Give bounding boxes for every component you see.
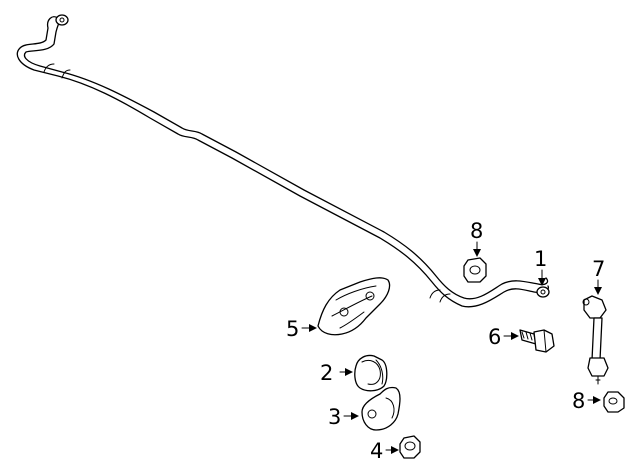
stabilizer-bar [16, 14, 550, 308]
callout-3: 3 [328, 405, 341, 429]
link-nut-lower [603, 391, 625, 413]
bushing-bracket [361, 386, 401, 431]
callout-7: 7 [592, 257, 605, 281]
callout-8-upper: 8 [470, 219, 483, 243]
callout-1: 1 [534, 247, 547, 271]
bolt [519, 329, 555, 353]
callout-5: 5 [286, 317, 299, 341]
callout-8-lower: 8 [572, 389, 585, 413]
heat-shield [317, 277, 391, 336]
nut [399, 435, 421, 459]
stabilizer-link [582, 295, 609, 385]
link-nut-upper [463, 257, 487, 283]
bushing [354, 354, 388, 392]
callout-4: 4 [370, 439, 383, 463]
leader-lines [301, 241, 602, 454]
callout-6: 6 [488, 325, 501, 349]
callout-2: 2 [320, 361, 333, 385]
